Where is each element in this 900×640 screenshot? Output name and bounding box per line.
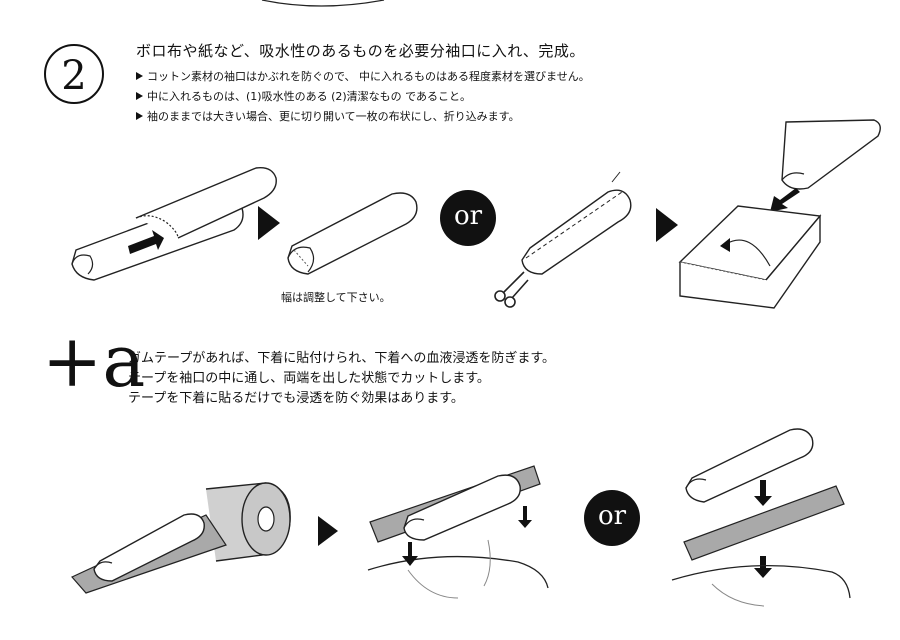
arrow-right-icon: [656, 208, 678, 242]
tape-roll-icon: [71, 482, 291, 594]
arrow-right-icon: [258, 206, 280, 240]
bullet-item: 中に入れるものは、(1)吸水性のある (2)清潔なもの であること。: [136, 88, 471, 104]
bullet-text: 袖のままでは大きい場合、更に切り開いて一枚の布状にし、折り込みます。: [147, 110, 520, 123]
sleeve-insert-illustration: [71, 167, 277, 281]
triangle-bullet-icon: [136, 72, 143, 80]
step-title: ボロ布や紙など、吸水性のあるものを必要分袖口に入れ、完成。: [136, 42, 585, 60]
bullet-item: 袖のままでは大きい場合、更に切り開いて一枚の布状にし、折り込みます。: [136, 108, 520, 124]
bullet-text: コットン素材の袖口はかぶれを防ぐので、 中に入れるものはある程度素材を選びません…: [147, 70, 590, 83]
folded-cloth-illustration: [678, 119, 881, 309]
step-number-circle: 2: [44, 44, 104, 104]
top-arc-decoration: [261, 0, 385, 7]
tip-line: ガムテープがあれば、下着に貼付けられ、下着への血液浸透を防ぎます。: [128, 351, 556, 366]
filled-sleeve-illustration: [287, 192, 418, 275]
tip-line: テープを下着に貼るだけでも浸透を防ぐ効果はあります。: [128, 391, 464, 406]
plus-a-label: +a: [42, 319, 146, 403]
triangle-bullet-icon: [136, 92, 143, 100]
width-adjust-caption: 幅は調整して下さい。: [281, 291, 391, 304]
triangle-bullet-icon: [136, 112, 143, 120]
tape-underwear-illustration: [671, 428, 851, 607]
bullet-item: コットン素材の袖口はかぶれを防ぐので、 中に入れるものはある程度素材を選びません…: [136, 68, 590, 84]
bullet-text: 中に入れるものは、(1)吸水性のある (2)清潔なもの であること。: [147, 90, 472, 103]
or-badge: or: [584, 490, 640, 546]
scissors-icon: [494, 271, 529, 308]
tip-line: テープを袖口の中に通し、両端を出した状態でカットします。: [128, 371, 490, 386]
arrow-right-icon: [318, 516, 338, 546]
cut-sleeve-illustration: [521, 171, 632, 275]
or-badge: or: [440, 190, 496, 246]
taped-sleeve-illustration: [367, 465, 549, 599]
